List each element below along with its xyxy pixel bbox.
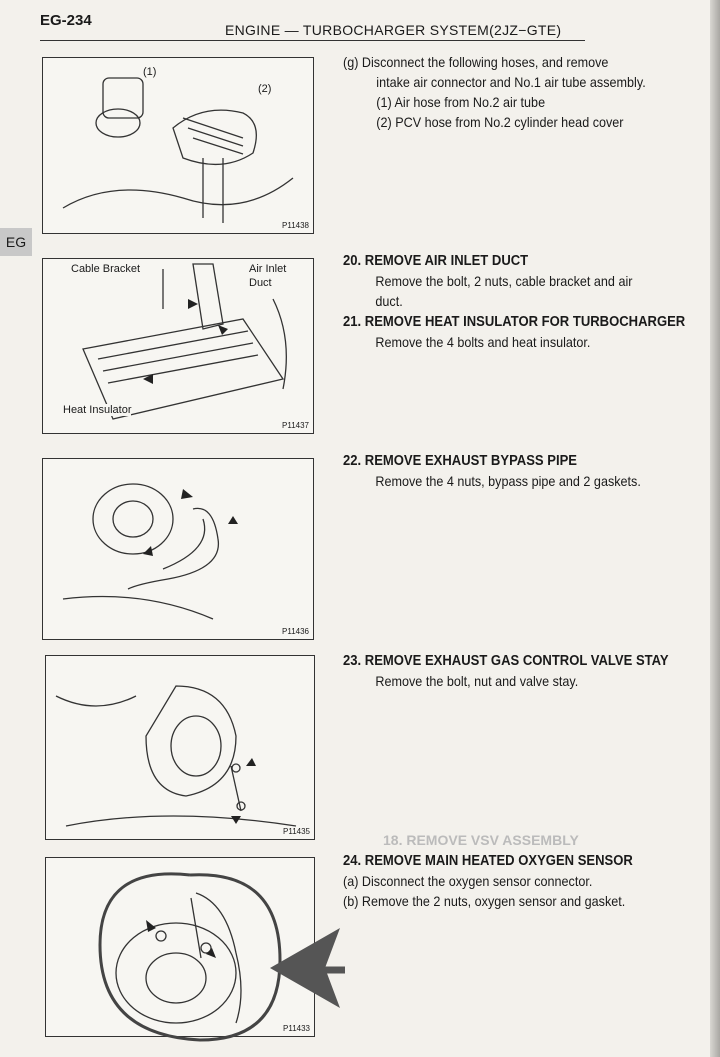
step-text: Remove the 4 nuts, bypass pipe and 2 gas… xyxy=(375,473,641,489)
figure-3: P11436 xyxy=(42,458,314,640)
step-g-item: (1) Air hose from No.2 air tube xyxy=(376,94,546,110)
step-22: 22. REMOVE EXHAUST BYPASS PIPE Remove th… xyxy=(343,451,641,491)
label-heat-insulator: Heat Insulator xyxy=(63,404,132,416)
step-23: 23. REMOVE EXHAUST GAS CONTROL VALVE STA… xyxy=(343,651,669,691)
engine-illustration-1 xyxy=(62,77,294,223)
step-heading: 20. REMOVE AIR INLET DUCT xyxy=(343,253,529,269)
page-title: ENGINE — TURBOCHARGER SYSTEM(2JZ−GTE) xyxy=(225,22,562,38)
figure-4: P11435 xyxy=(45,655,315,840)
step-text: duct. xyxy=(375,293,403,309)
label-air-inlet: Air Inlet xyxy=(249,263,287,275)
step-20: 20. REMOVE AIR INLET DUCT Remove the bol… xyxy=(343,251,632,311)
bleed-through-text: 18. REMOVE VSV ASSEMBLY xyxy=(383,832,579,848)
engine-illustration-5 xyxy=(115,892,242,1024)
step-item: (b) Remove the 2 nuts, oxygen sensor and… xyxy=(343,893,626,909)
callout-2: (2) xyxy=(258,83,272,95)
step-text: Remove the bolt, 2 nuts, cable bracket a… xyxy=(375,273,633,289)
step-g-line: (g) Disconnect the following hoses, and … xyxy=(343,54,609,70)
engine-illustration-4 xyxy=(55,685,297,827)
header-rule xyxy=(40,40,585,41)
page-number: EG-234 xyxy=(40,12,92,29)
step-24: 24. REMOVE MAIN HEATED OXYGEN SENSOR (a)… xyxy=(343,851,633,911)
figure-2: Cable Bracket Air Inlet Duct Heat Insula… xyxy=(42,258,314,434)
hand-drawn-annotation xyxy=(98,872,345,1042)
step-21: 21. REMOVE HEAT INSULATOR FOR TURBOCHARG… xyxy=(343,312,685,352)
step-heading: 24. REMOVE MAIN HEATED OXYGEN SENSOR xyxy=(343,853,633,869)
label-duct: Duct xyxy=(249,277,272,289)
arrow-icon xyxy=(270,928,340,1008)
step-heading: 22. REMOVE EXHAUST BYPASS PIPE xyxy=(343,453,577,469)
label-cable-bracket: Cable Bracket xyxy=(71,263,141,275)
step-g-item: (2) PCV hose from No.2 cylinder head cov… xyxy=(376,114,624,130)
step-g: (g) Disconnect the following hoses, and … xyxy=(343,52,646,132)
figure-code: P11433 xyxy=(283,1024,310,1033)
step-g-line: intake air connector and No.1 air tube a… xyxy=(376,74,646,90)
figure-code: P11437 xyxy=(282,421,309,430)
step-text: Remove the 4 bolts and heat insulator. xyxy=(375,334,591,350)
scan-edge-shadow xyxy=(710,0,720,1057)
figure-code: P11435 xyxy=(283,827,310,836)
figure-code: P11436 xyxy=(282,627,309,636)
figure-1: (1) (2) P11438 xyxy=(42,57,314,234)
callout-1: (1) xyxy=(143,66,157,78)
step-heading: 21. REMOVE HEAT INSULATOR FOR TURBOCHARG… xyxy=(343,314,686,330)
step-heading: 23. REMOVE EXHAUST GAS CONTROL VALVE STA… xyxy=(343,653,669,669)
engine-illustration-3 xyxy=(62,483,238,620)
engine-illustration-2 xyxy=(82,263,287,420)
section-tab: EG xyxy=(0,228,32,256)
step-text: Remove the bolt, nut and valve stay. xyxy=(375,673,579,689)
figure-code: P11438 xyxy=(282,221,309,230)
step-item: (a) Disconnect the oxygen sensor connect… xyxy=(343,873,593,889)
